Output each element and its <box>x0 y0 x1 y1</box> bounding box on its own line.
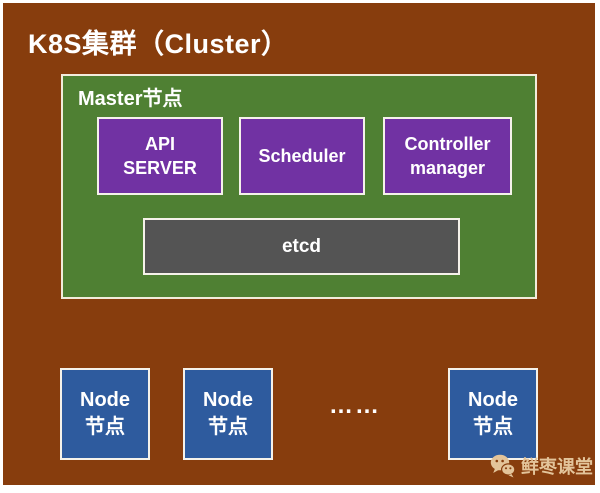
nodes-ellipsis-text: …… <box>329 392 381 419</box>
node-label-line: Node <box>468 389 518 411</box>
node-label-line: Node <box>80 389 130 411</box>
wechat-icon <box>490 453 516 479</box>
watermark: 鲜枣课堂 <box>490 453 593 479</box>
component-api-server: API SERVER <box>97 117 223 195</box>
etcd-box: etcd <box>143 218 460 275</box>
component-label-line: SERVER <box>123 158 197 178</box>
nodes-ellipsis: …… <box>318 368 392 460</box>
component-controller-manager: Controller manager <box>383 117 512 195</box>
component-label-line: Scheduler <box>258 146 346 166</box>
etcd-label: etcd <box>281 235 322 257</box>
node-box-1: Node 节点 <box>60 368 150 460</box>
node-label-line: 节点 <box>208 416 248 438</box>
component-label-line: API <box>144 134 175 154</box>
node-label-line: 节点 <box>473 416 513 438</box>
node-box-2: Node 节点 <box>183 368 273 460</box>
cluster-title: K8S集群（Cluster） <box>28 29 289 59</box>
component-scheduler: Scheduler <box>239 117 365 195</box>
master-node-label: Master节点 <box>78 88 183 110</box>
component-label-line: Controller <box>404 134 491 154</box>
component-label-line: manager <box>409 158 486 178</box>
node-label-line: 节点 <box>85 416 125 438</box>
watermark-label: 鲜枣课堂 <box>521 457 593 477</box>
node-box-3: Node 节点 <box>448 368 538 460</box>
node-label-line: Node <box>203 389 253 411</box>
